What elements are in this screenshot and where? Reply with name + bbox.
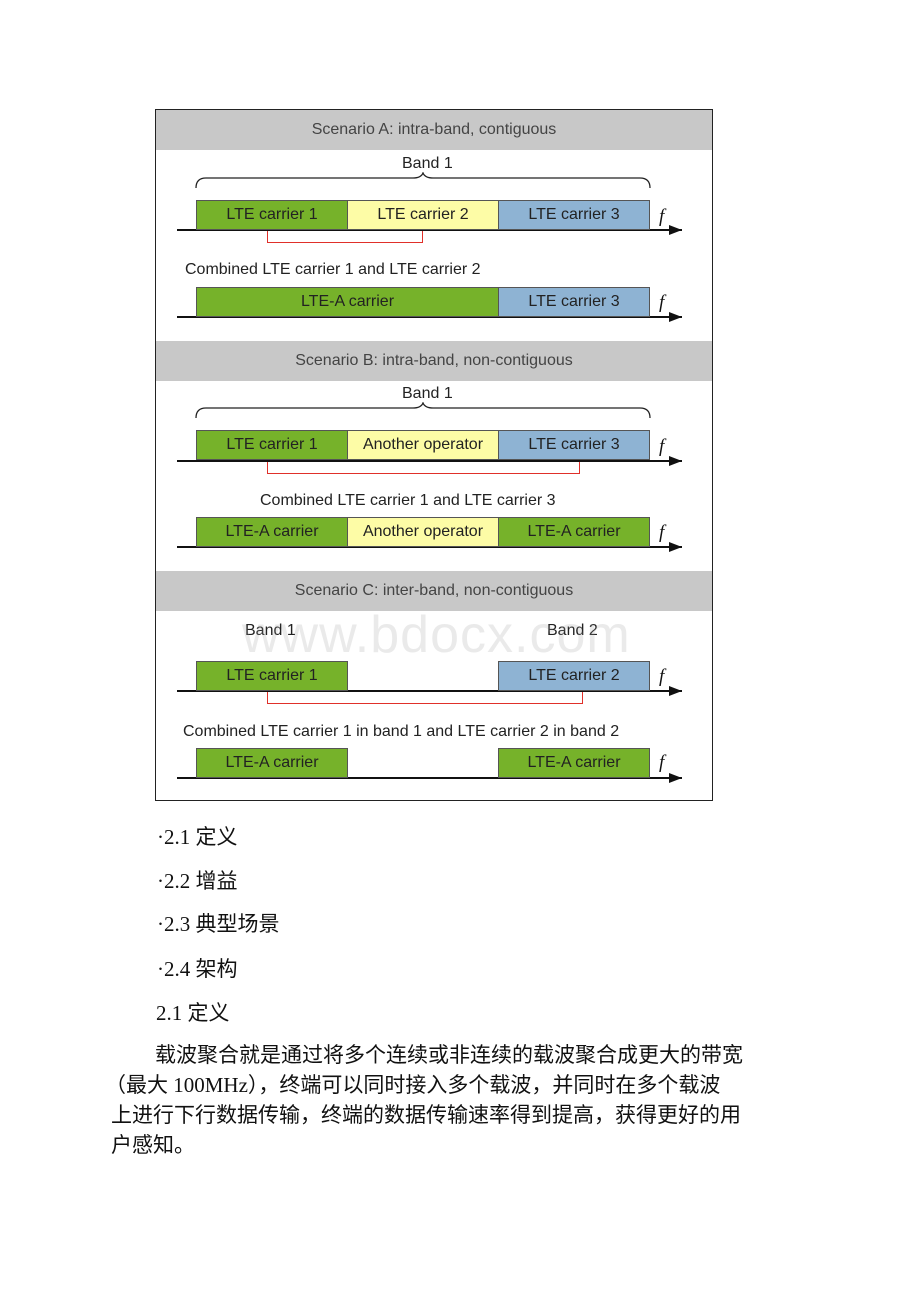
lte-carrier-box: LTE carrier 2 — [498, 661, 650, 691]
section-heading: 2.1 定义 — [156, 1001, 230, 1025]
toc-item-scenarios[interactable]: ·2.3 典型场景 — [157, 912, 280, 936]
paragraph-line: 上进行下行数据传输，终端的数据传输速率得到提高，获得更好的用 — [111, 1103, 741, 1127]
carrier-aggregation-figure: Scenario A: intra-band, contiguous Band … — [155, 109, 713, 801]
lte-a-carrier-box: LTE-A carrier — [498, 517, 650, 547]
lte-carrier-box: LTE carrier 3 — [498, 287, 650, 317]
scenario-b-combined-caption: Combined LTE carrier 1 and LTE carrier 3 — [260, 492, 556, 509]
lte-carrier-box: LTE carrier 3 — [498, 430, 650, 460]
lte-a-carrier-box: LTE-A carrier — [498, 748, 650, 778]
scenario-b-axis-1 — [177, 460, 682, 462]
lte-carrier-box: LTE carrier 1 — [196, 661, 348, 691]
definition-paragraph: 载波聚合就是通过将多个连续或非连续的载波聚合成更大的带宽 （最大 100MHz）… — [105, 1040, 811, 1160]
paragraph-line: （最大 100MHz），终端可以同时接入多个载波，并同时在多个载波 — [105, 1073, 721, 1097]
scenario-a-band-label: Band 1 — [402, 155, 453, 172]
lte-carrier-box: LTE carrier 1 — [196, 430, 348, 460]
lte-a-carrier-box: LTE-A carrier — [196, 748, 348, 778]
frequency-symbol: f — [659, 666, 665, 687]
arrow-icon — [669, 773, 682, 783]
frequency-symbol: f — [659, 752, 665, 773]
arrow-icon — [669, 542, 682, 552]
scenario-b-band-brace — [195, 402, 651, 419]
toc-item-gain[interactable]: ·2.2 增益 — [157, 869, 238, 893]
lte-carrier-box: LTE carrier 2 — [347, 200, 499, 230]
aggregation-link — [267, 692, 583, 704]
scenario-c-band2-label: Band 2 — [547, 622, 598, 639]
paragraph-line: 户感知。 — [111, 1133, 195, 1157]
scenario-a-band-brace — [195, 172, 651, 189]
frequency-symbol: f — [659, 522, 665, 543]
lte-carrier-box: LTE carrier 1 — [196, 200, 348, 230]
scenario-c-header: Scenario C: inter-band, non-contiguous — [156, 571, 712, 611]
paragraph-line: 载波聚合就是通过将多个连续或非连续的载波聚合成更大的带宽 — [155, 1043, 743, 1067]
other-operator-box: Another operator — [347, 517, 499, 547]
scenario-b-band-label: Band 1 — [402, 385, 453, 402]
scenario-a-header: Scenario A: intra-band, contiguous — [156, 110, 712, 150]
lte-a-carrier-box: LTE-A carrier — [196, 517, 348, 547]
arrow-icon — [669, 686, 682, 696]
arrow-icon — [669, 312, 682, 322]
scenario-a-combined-caption: Combined LTE carrier 1 and LTE carrier 2 — [185, 261, 481, 278]
watermark: www.bdocx.com — [242, 606, 631, 664]
arrow-icon — [669, 225, 682, 235]
scenario-b-header: Scenario B: intra-band, non-contiguous — [156, 341, 712, 381]
toc-item-architecture[interactable]: ·2.4 架构 — [157, 957, 238, 981]
frequency-symbol: f — [659, 292, 665, 313]
aggregation-link — [267, 231, 423, 243]
aggregation-link — [267, 462, 580, 474]
other-operator-box: Another operator — [347, 430, 499, 460]
scenario-c-combined-caption: Combined LTE carrier 1 in band 1 and LTE… — [183, 723, 620, 740]
scenario-c-axis-2 — [177, 777, 682, 779]
lte-a-carrier-box: LTE-A carrier — [196, 287, 499, 317]
toc-item-definition[interactable]: ·2.1 定义 — [157, 825, 238, 849]
lte-carrier-box: LTE carrier 3 — [498, 200, 650, 230]
scenario-c-axis-1 — [177, 690, 682, 692]
scenario-c-band1-label: Band 1 — [245, 622, 296, 639]
frequency-symbol: f — [659, 436, 665, 457]
frequency-symbol: f — [659, 206, 665, 227]
arrow-icon — [669, 456, 682, 466]
